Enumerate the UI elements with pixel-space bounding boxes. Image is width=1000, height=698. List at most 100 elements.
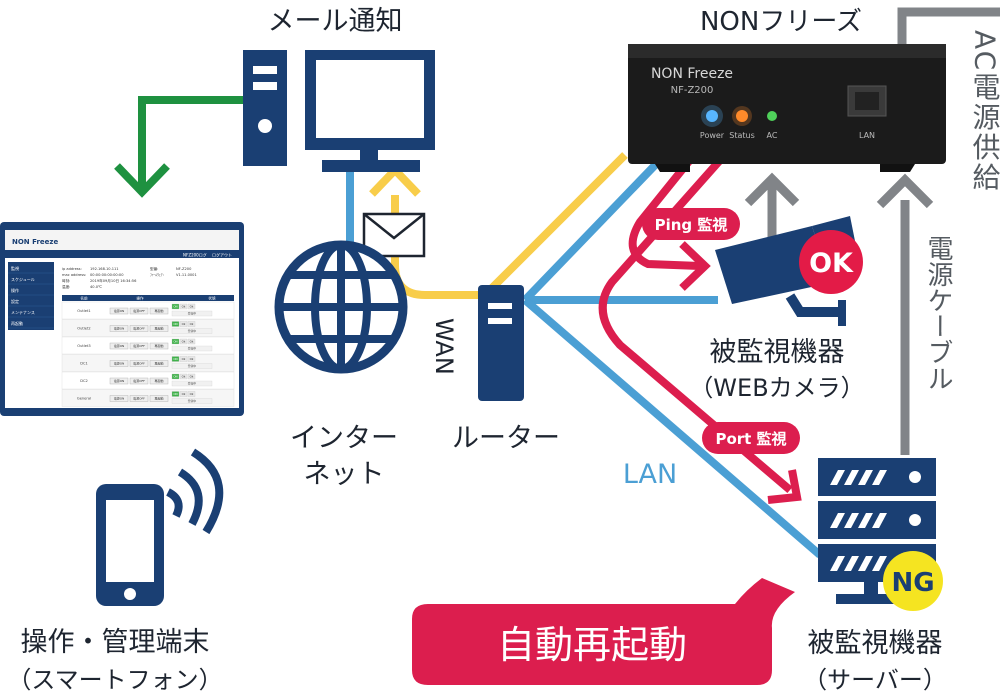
screen-info-cell: 時刻: (62, 278, 70, 283)
screen-info-cell: 2019年09月10日 16:34:56 (90, 278, 137, 283)
auto-restart-callout: 自動再起動 (412, 578, 795, 685)
server-label-line2: （サーバー） (803, 666, 947, 694)
ac-led (767, 111, 777, 121)
ok-badge-text: OK (809, 248, 854, 279)
screen-status-cell (187, 338, 196, 345)
screen-status-label: Ok (182, 322, 186, 326)
screen-row-button (129, 360, 149, 367)
screen-row-button (149, 342, 169, 350)
screen-status-label: Ok (190, 305, 194, 309)
status-led (736, 110, 748, 122)
device-model-print: NF-Z200 (671, 85, 714, 96)
camera-label-line1: 被監視機器 (710, 337, 845, 368)
mail-server-icon (243, 50, 287, 166)
screen-row-name: General (77, 397, 91, 401)
screen-status-label: Ok (190, 322, 194, 326)
screen-row-button-label: 電源ON (114, 308, 125, 313)
screen-status-cell (179, 338, 188, 345)
lan-port-label: LAN (859, 131, 875, 140)
screen-info-cell: 温度: (62, 284, 70, 289)
screen-status-label: ON (173, 392, 177, 396)
screen-status-cell (171, 373, 180, 380)
screen-status-cell (171, 356, 180, 362)
screen-row-button (109, 325, 129, 332)
power-cable-arrow (876, 173, 934, 209)
screen-status-cell (187, 356, 196, 362)
screen-brand: NON Freeze (12, 238, 58, 246)
screen-row-button-label: 再起動 (154, 308, 163, 313)
screen-row-button-label: 電源OFF (133, 308, 145, 313)
ac-led-label: AC (767, 131, 778, 140)
screen-row-button (109, 377, 129, 385)
server-rack-icon (818, 458, 936, 604)
screen-row-name: Outlet1 (77, 309, 90, 313)
screen-info-cell: 型番: (150, 266, 158, 271)
red-port-line (598, 155, 793, 494)
screen-row-button (129, 377, 149, 385)
screen-info-cell: 40.0℃ (90, 285, 102, 289)
port-badge: Port 監視 (702, 422, 800, 454)
red-ping-line (628, 157, 701, 270)
screen-row-button-label: 電源OFF (133, 343, 145, 348)
screen-row-button-label: 電源OFF (133, 378, 145, 383)
screen-row-button (129, 342, 149, 350)
screen-status-label: Ok (182, 392, 186, 396)
red-ping-arrow (679, 241, 711, 291)
screen-row-button (109, 342, 129, 350)
screen-status-note: 登録中 (188, 382, 197, 386)
screen-table-header-cell: 名前 (80, 296, 88, 301)
screen-header-links: NFZ200ログ ログアウト (183, 252, 232, 258)
screen-status-cell (179, 303, 188, 310)
router-label: ルーター (452, 423, 560, 454)
ac-power-label: AC電源供給 (969, 30, 1000, 192)
screen-status-cell (171, 338, 180, 345)
screen-row-button (149, 395, 169, 402)
screen-row-button-label: 再起動 (154, 396, 163, 401)
internet-label-line2: ネット (304, 459, 385, 490)
power-led (706, 110, 718, 122)
screen-status-label: Ok (190, 375, 194, 379)
screen-table-header (62, 295, 234, 301)
ok-badge: OK (799, 230, 863, 294)
screen-status-cell (179, 356, 188, 362)
server-label-line1: 被監視機器 (808, 628, 943, 659)
phone-label-line1: 操作・管理端末 (21, 627, 210, 658)
screen-row-button (109, 395, 129, 402)
screen-row-button (109, 360, 129, 367)
screen-status-note-box (171, 345, 213, 352)
screen-status-note: 登録中 (188, 347, 197, 351)
screen-status-label: ON (173, 305, 177, 309)
screen-status-cell (179, 373, 188, 380)
screen-status-cell (179, 321, 188, 327)
screen-row-button-label: 再起動 (154, 343, 163, 348)
lan-label: LAN (623, 459, 677, 490)
screen-menu-item: 再起動 (11, 320, 23, 326)
phone-label-line2: （スマートフォン） (7, 666, 222, 694)
screen-status-label: Ok (182, 340, 186, 344)
screen-row-button-label: 電源ON (114, 396, 125, 401)
screen-status-label: Ok (190, 340, 194, 344)
screen-row-name: DC1 (80, 362, 88, 366)
screen-info-cell: mac address: (62, 273, 86, 277)
screen-info-cell: ip address: (62, 267, 82, 271)
blue-to-server-line (522, 296, 823, 559)
screen-status-cell (171, 391, 180, 397)
router-icon (478, 285, 524, 401)
screen-row-button (109, 307, 129, 315)
port-badge-text: Port 監視 (715, 430, 786, 448)
ng-badge: NG (883, 551, 943, 611)
red-port-arrow (767, 469, 802, 504)
screen-status-label: ON (173, 375, 177, 379)
screen-row-button-label: 電源OFF (133, 361, 145, 366)
wireless-signal-icon (166, 448, 224, 535)
tablet-device: NON Freeze NFZ200ログ ログアウト 監視スケジュール操作設定メン… (0, 222, 244, 416)
screen-row-button-label: 電源OFF (133, 326, 145, 331)
envelope-icon (362, 212, 426, 258)
tablet-screen-ui: NON Freeze NFZ200ログ ログアウト 監視スケジュール操作設定メン… (5, 230, 239, 407)
power-cable-label: 電源ケーブル (923, 235, 953, 391)
screen-status-cell (187, 373, 196, 380)
screen-row-button-label: 電源OFF (133, 396, 145, 401)
